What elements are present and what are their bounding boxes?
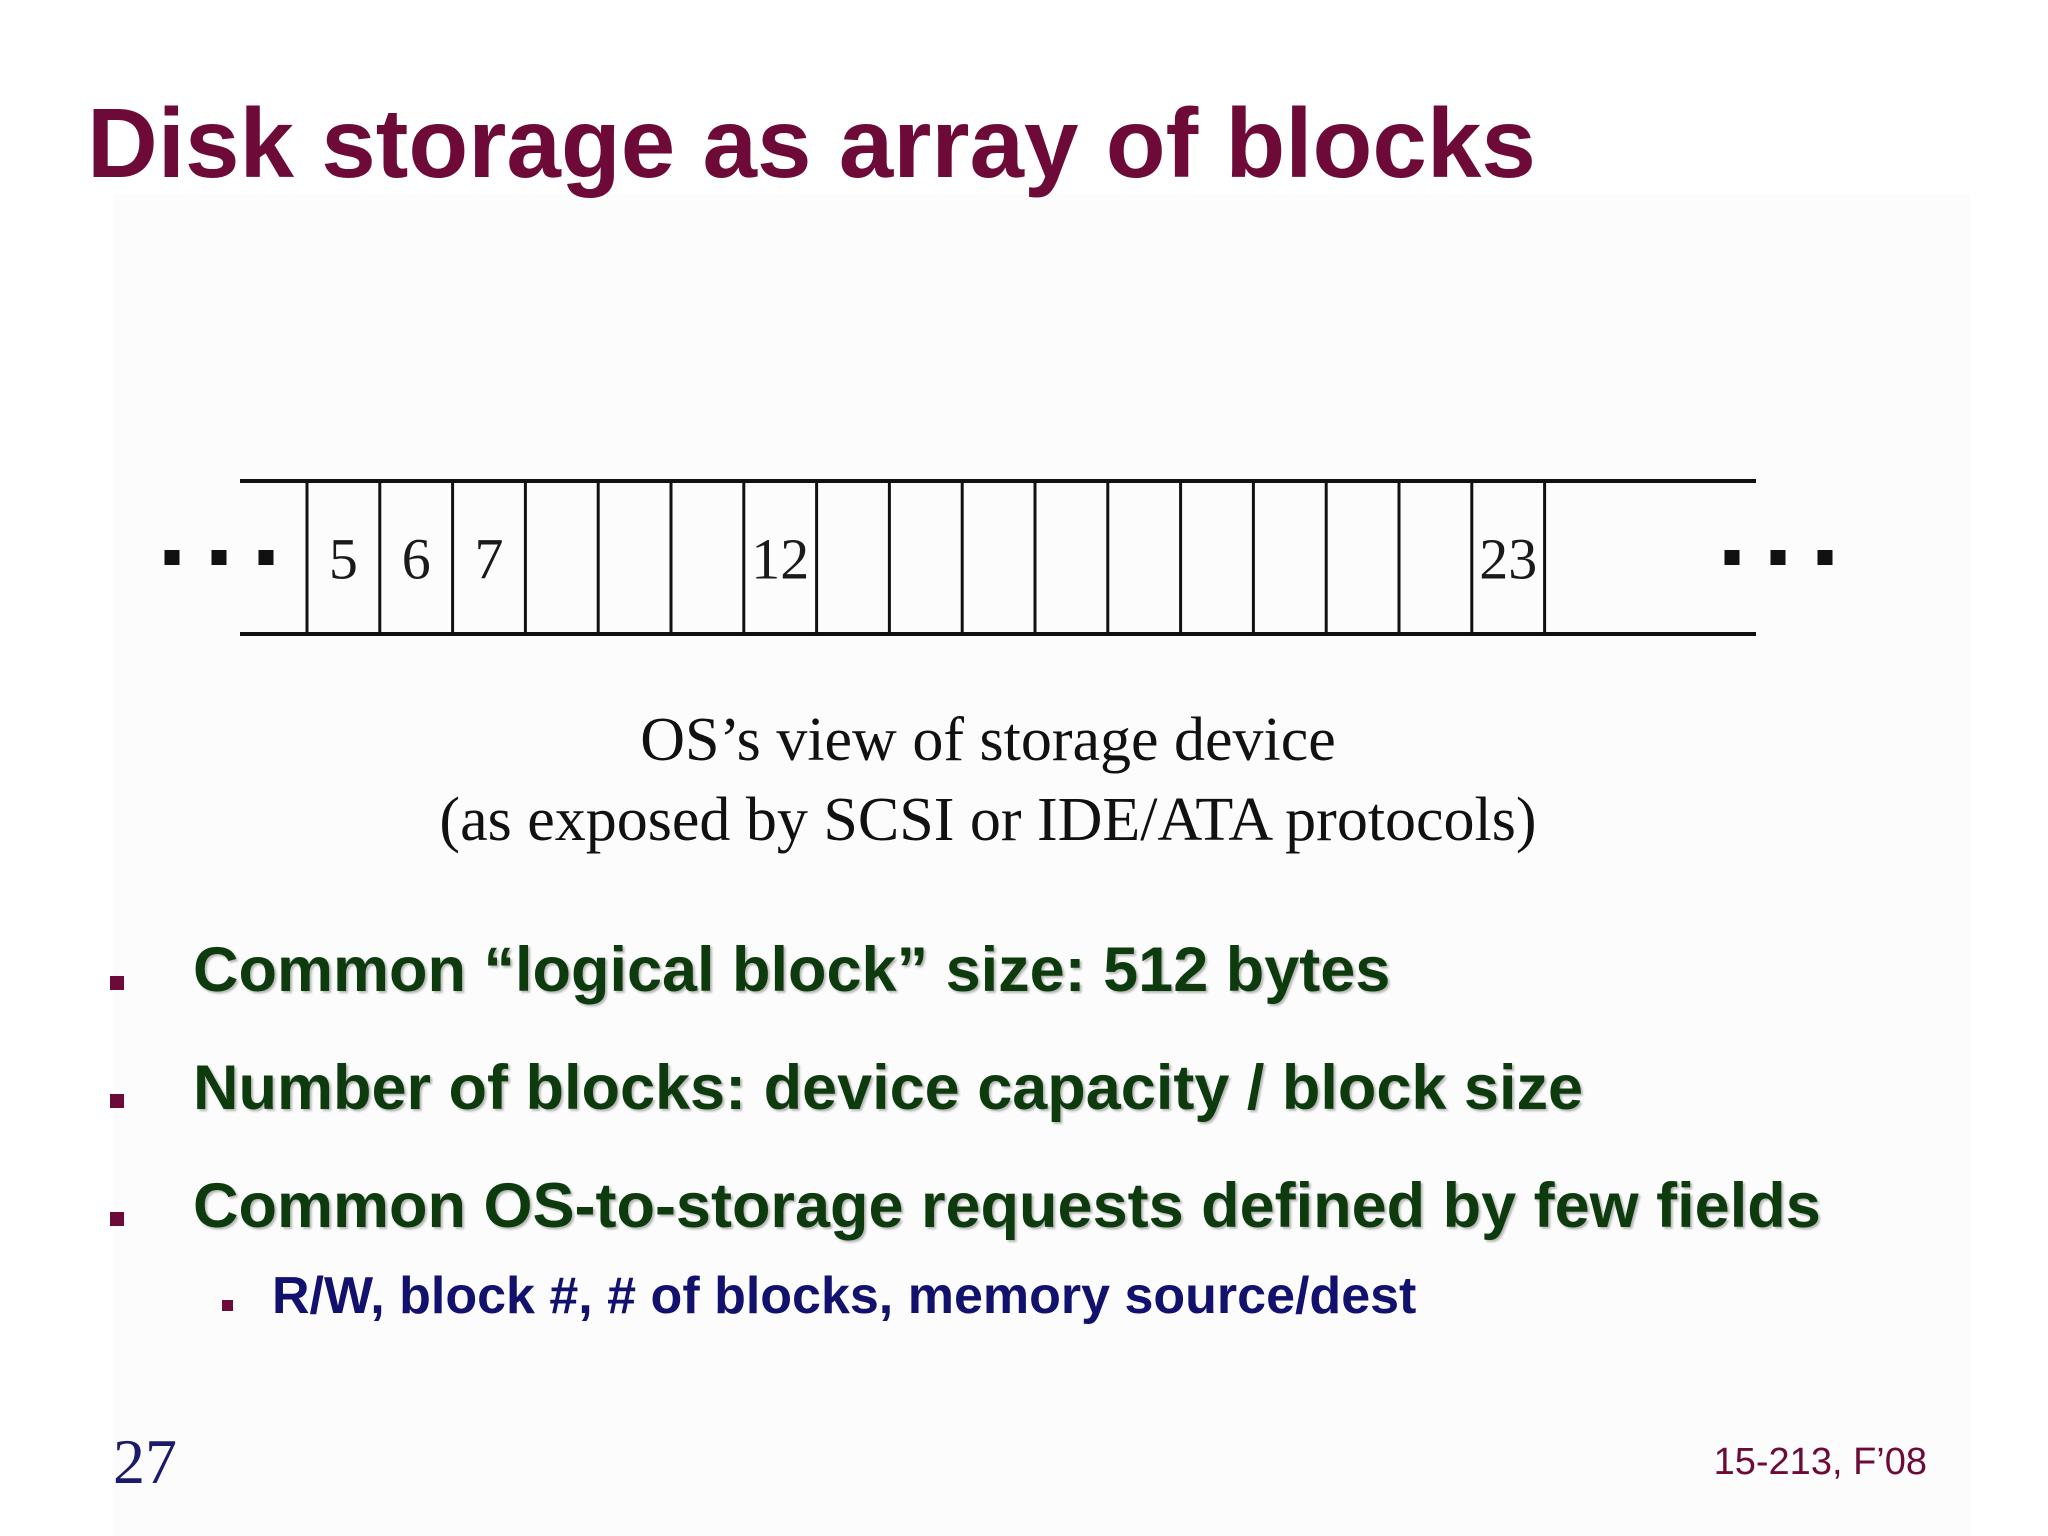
block-cell-label: 6 — [402, 527, 431, 592]
ellipsis-left-dot — [164, 550, 180, 565]
bullet-square-icon — [110, 976, 124, 990]
slide-background-panel — [113, 194, 1971, 1536]
ellipsis-left-dot — [211, 550, 227, 565]
sub-bullet-text: R/W, block #, # of blocks, memory source… — [272, 1267, 1417, 1325]
page-number: 27 — [113, 1426, 177, 1497]
ellipsis-right-dot — [1817, 550, 1833, 565]
bullet-square-icon — [110, 1212, 124, 1226]
slide-title: Disk storage as array of blocks — [87, 88, 1536, 198]
block-cell-label: 7 — [475, 527, 504, 592]
ellipsis-left-dot — [258, 550, 274, 565]
diagram-caption-line1: OS’s view of storage device — [640, 706, 1336, 774]
block-cell-label: 12 — [751, 527, 809, 592]
diagram-caption-line2: (as exposed by SCSI or IDE/ATA protocols… — [439, 786, 1537, 854]
bullet-text: Number of blocks: device capacity / bloc… — [193, 1053, 1583, 1123]
bullet-text: Common “logical block” size: 512 bytes — [193, 935, 1391, 1005]
sub-bullet-square-icon — [222, 1300, 233, 1311]
bullet-text: Common OS-to-storage requests defined by… — [193, 1171, 1821, 1241]
ellipsis-right-dot — [1724, 550, 1740, 565]
block-cell-label: 5 — [329, 527, 358, 592]
ellipsis-right-dot — [1770, 550, 1786, 565]
block-cell-label: 23 — [1479, 527, 1537, 592]
course-label: 15-213, F’08 — [1713, 1441, 1927, 1483]
bullet-square-icon — [110, 1094, 124, 1108]
